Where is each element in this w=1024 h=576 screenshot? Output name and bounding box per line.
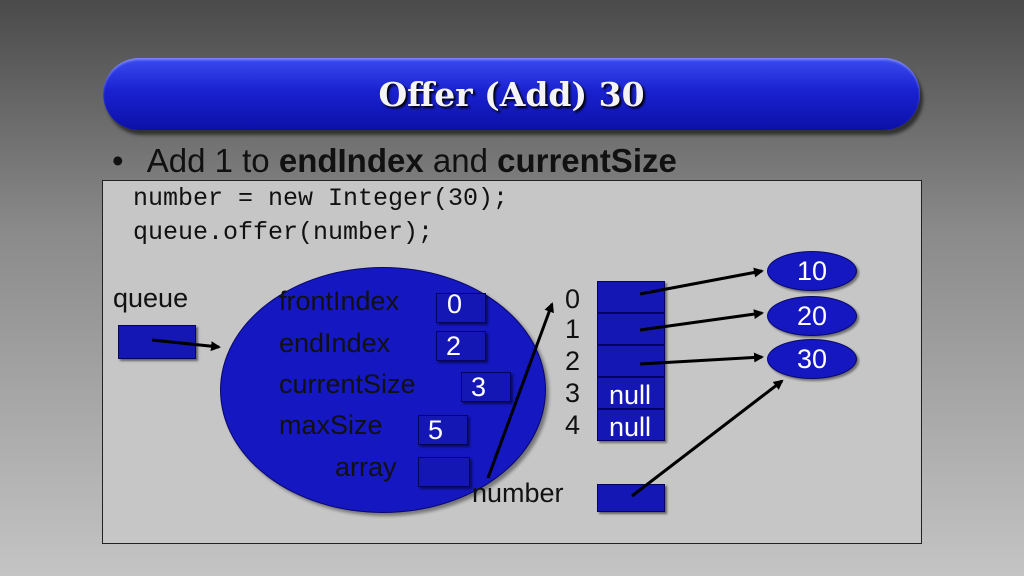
bullet-point: • Add 1 to endIndex and currentSize xyxy=(112,142,677,180)
field-box-frontindex xyxy=(436,293,486,323)
integer-node-20: 20 xyxy=(767,296,857,336)
bullet-middle: and xyxy=(423,142,498,179)
array-cell-2 xyxy=(597,345,665,377)
field-label-currentsize: currentSize xyxy=(279,369,416,399)
title-banner: Offer (Add) 30 xyxy=(103,58,920,130)
bullet-prefix: Add 1 to xyxy=(146,142,279,179)
field-box-currentsize xyxy=(461,372,511,402)
number-reference-box xyxy=(597,484,665,512)
field-value-currentsize: 3 xyxy=(471,372,487,402)
field-box-endindex xyxy=(436,331,486,361)
array-cell-value-3: null xyxy=(609,380,652,410)
array-index-0: 0 xyxy=(565,284,581,314)
bullet-mark: • xyxy=(112,142,124,179)
field-label-endindex: endIndex xyxy=(279,328,391,358)
field-value-maxsize: 5 xyxy=(428,415,444,445)
arrow-cell2-to-30 xyxy=(639,352,764,366)
array-cell-4 xyxy=(597,409,665,441)
field-box-maxsize xyxy=(418,415,468,445)
integer-node-10: 10 xyxy=(767,251,857,291)
slide-title: Offer (Add) 30 xyxy=(378,74,645,114)
field-label-maxsize: maxSize xyxy=(279,410,383,440)
field-label-array: array xyxy=(335,452,397,482)
field-value-frontindex: 0 xyxy=(447,289,463,319)
bullet-term-currentsize: currentSize xyxy=(497,142,677,179)
array-index-1: 1 xyxy=(565,314,581,344)
array-index-3: 3 xyxy=(565,378,581,408)
number-label: number xyxy=(472,478,564,508)
field-value-endindex: 2 xyxy=(446,331,462,361)
code-line-2: queue.offer(number); xyxy=(133,218,434,247)
arrow-cell1-to-20 xyxy=(639,309,764,332)
field-label-frontindex: frontIndex xyxy=(279,286,400,316)
integer-node-30: 30 xyxy=(767,339,857,379)
arrow-queue-to-object xyxy=(151,338,221,352)
array-cell-0 xyxy=(597,281,665,313)
bullet-term-endindex: endIndex xyxy=(278,142,424,179)
array-cell-3 xyxy=(597,377,665,409)
arrow-number-to-30 xyxy=(631,379,784,498)
field-box-array xyxy=(418,457,470,487)
arrow-cell0-to-10 xyxy=(639,267,764,296)
array-cell-value-4: null xyxy=(609,412,652,442)
arrow-array-to-cells xyxy=(486,302,554,479)
code-line-1: number = new Integer(30); xyxy=(133,184,509,213)
queue-label: queue xyxy=(113,283,189,313)
array-index-2: 2 xyxy=(565,346,581,376)
array-index-4: 4 xyxy=(565,410,581,440)
